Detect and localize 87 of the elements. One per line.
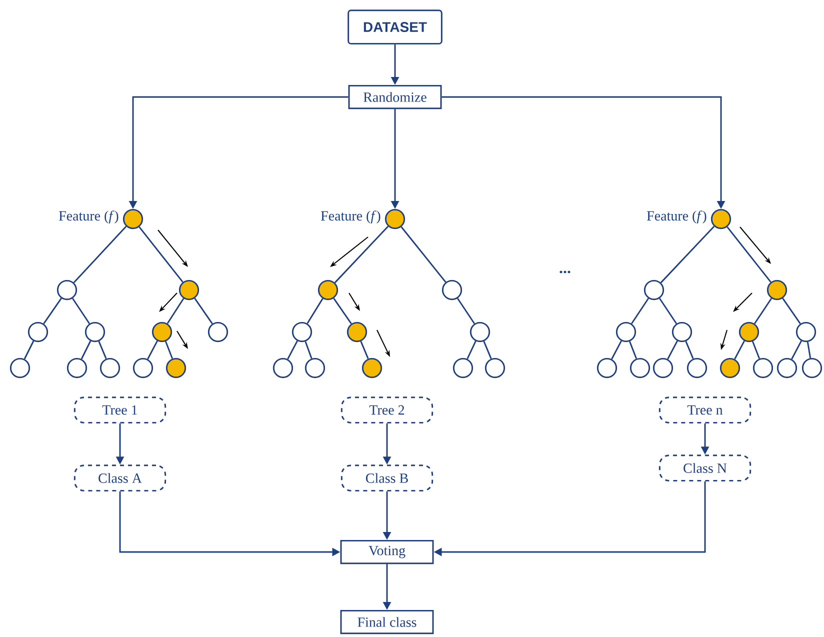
tree-node-circle — [710, 208, 732, 230]
tree-node-circle — [384, 208, 406, 230]
tree-node-circle — [66, 358, 88, 378]
tree-branch — [782, 298, 801, 324]
result-box: Tree 1 — [74, 396, 166, 424]
tree-node-circle — [672, 322, 692, 342]
tree-node-circle — [10, 358, 30, 378]
tree-node-circle — [802, 358, 822, 378]
tree-branch — [360, 341, 369, 359]
tree-node-circle — [318, 280, 338, 300]
tree-branch — [147, 340, 158, 360]
tree-branch — [628, 341, 638, 359]
feature-label: Feature (f) — [320, 210, 380, 224]
tree-node-circle — [738, 322, 760, 342]
ellipsis-label: ... — [560, 270, 570, 274]
tree-node-circle — [596, 358, 618, 378]
tree-branch — [483, 341, 492, 359]
tree-branch — [166, 298, 184, 324]
tree-node-circle — [630, 358, 650, 378]
feature-label: Feature (f) — [58, 210, 118, 224]
tree-node-circle — [686, 358, 708, 378]
tree-branch — [304, 341, 312, 359]
tree-node-circle — [56, 280, 78, 300]
tree-node-circle — [652, 358, 674, 378]
tree-node-circle — [152, 322, 172, 342]
tree-node-circle — [442, 280, 462, 300]
result-box: Class A — [74, 464, 166, 492]
tree-branch — [658, 298, 678, 324]
tree-node-circle — [100, 358, 120, 378]
tree-node-circle — [178, 280, 200, 300]
tree-branch — [660, 226, 715, 284]
process-box: Randomize — [348, 84, 442, 110]
result-box: Class B — [340, 464, 434, 492]
tree-branch — [667, 340, 678, 360]
title-box: DATASET — [348, 10, 442, 44]
tree-branch — [98, 341, 107, 359]
tree-node-circle — [132, 358, 154, 378]
process-box: Final class — [340, 610, 434, 634]
tree-node-circle — [166, 358, 186, 378]
tree-branch — [726, 226, 772, 283]
feature-label: Feature (f) — [646, 210, 706, 224]
tree-branch — [334, 226, 389, 284]
tree-node-circle — [122, 208, 144, 230]
tree-branch — [80, 340, 92, 360]
tree-node-circle — [452, 358, 474, 378]
tree-node-circle — [84, 322, 106, 342]
tree-branch — [456, 298, 476, 324]
tree-branch — [630, 298, 650, 324]
tree-branch — [73, 226, 127, 284]
tree-branch — [806, 342, 812, 358]
tree-node-circle — [720, 358, 740, 378]
tree-branch — [754, 298, 772, 324]
tree-branch — [752, 341, 760, 359]
result-box: Tree 2 — [340, 396, 434, 424]
tree-node-circle — [470, 322, 490, 342]
tree-branch — [306, 298, 324, 324]
tree-branch — [164, 341, 174, 359]
tree-node-circle — [292, 322, 312, 342]
tree-node-circle — [272, 358, 294, 378]
tree-branch — [43, 298, 62, 324]
tree-node-circle — [616, 322, 636, 342]
tree-branch — [400, 226, 446, 283]
tree-branch — [685, 341, 694, 359]
tree-branch — [333, 298, 352, 324]
tree-branch — [287, 340, 298, 360]
tree-node-circle — [346, 322, 368, 342]
tree-node-circle — [766, 280, 788, 300]
tree-node-circle — [484, 358, 506, 378]
tree-branch — [466, 340, 476, 360]
tree-node-circle — [796, 322, 816, 342]
tree-node-circle — [776, 358, 798, 378]
tree-node-circle — [28, 322, 48, 342]
tree-branch — [194, 298, 213, 324]
result-box: Tree n — [658, 396, 752, 424]
tree-node-circle — [208, 322, 228, 342]
tree-branch — [72, 298, 90, 324]
tree-branch — [138, 226, 184, 283]
tree-node-circle — [752, 358, 774, 378]
tree-node-circle — [362, 358, 382, 378]
result-box: Class N — [658, 454, 752, 482]
tree-branch — [24, 340, 34, 360]
process-box: Voting — [340, 540, 434, 564]
tree-node-circle — [304, 358, 326, 378]
tree-branch — [791, 340, 802, 360]
tree-branch — [611, 340, 622, 360]
tree-node-circle — [644, 280, 664, 300]
tree-branch — [734, 340, 745, 360]
